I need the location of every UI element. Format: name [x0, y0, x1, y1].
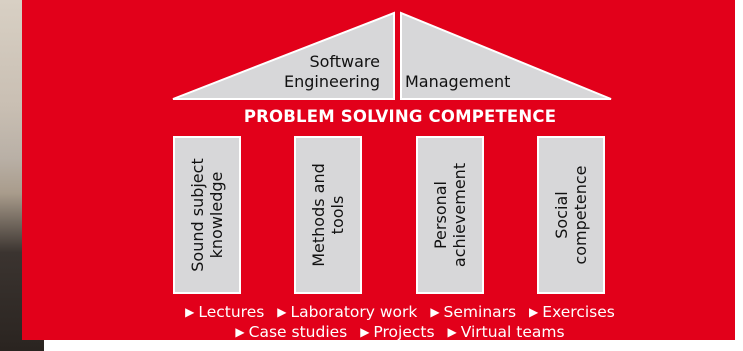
- methods-row-1: ▶Lectures ▶Laboratory work ▶Seminars ▶Ex…: [160, 302, 640, 322]
- method-item: ▶Seminars: [430, 303, 517, 321]
- pillar-label: Methods and tools: [309, 140, 347, 290]
- method-item: ▶Case studies: [235, 323, 348, 341]
- arrow-right-icon: ▶: [277, 305, 287, 319]
- method-item: ▶Projects: [360, 323, 435, 341]
- diagram-title: PROBLEM SOLVING COMPETENCE: [243, 107, 557, 126]
- pillar-label: Social competence: [552, 140, 590, 290]
- pillar-methods-and-tools: Methods and tools: [294, 136, 362, 294]
- arrow-right-icon: ▶: [430, 305, 440, 319]
- pillar-label-line2: knowledge: [207, 171, 226, 259]
- method-item: ▶Exercises: [529, 303, 615, 321]
- pillar-sound-subject-knowledge: Sound subject knowledge: [173, 136, 241, 294]
- pillar-label: Sound subject knowledge: [188, 140, 226, 290]
- roof-right-triangle: [400, 11, 612, 100]
- pillar-label-line1: Sound subject: [188, 158, 207, 272]
- method-item: ▶Laboratory work: [277, 303, 418, 321]
- method-item: ▶Virtual teams: [447, 323, 565, 341]
- arrow-right-icon: ▶: [529, 305, 539, 319]
- pillar-label-line2: achievement: [450, 162, 469, 268]
- pillar-label-line2: competence: [571, 165, 590, 265]
- pillar-label-line1: Social: [552, 191, 571, 239]
- pillar-label-line2: tools: [328, 195, 347, 235]
- pillar-label: Personal achievement: [431, 140, 469, 290]
- teaching-methods: ▶Lectures ▶Laboratory work ▶Seminars ▶Ex…: [160, 302, 640, 342]
- arrow-right-icon: ▶: [235, 325, 245, 339]
- arrow-right-icon: ▶: [447, 325, 457, 339]
- pillar-social-competence: Social competence: [537, 136, 605, 294]
- pillar-personal-achievement: Personal achievement: [416, 136, 484, 294]
- pillar-label-line1: Methods and: [309, 163, 328, 267]
- arrow-right-icon: ▶: [360, 325, 370, 339]
- methods-row-2: ▶Case studies ▶Projects ▶Virtual teams: [160, 322, 640, 342]
- pillar-label-line1: Personal: [431, 181, 450, 250]
- roof-left-label-line1: Software: [309, 52, 380, 71]
- roof-left-triangle: [172, 11, 395, 100]
- roof-left-label-line2: Engineering: [284, 72, 380, 91]
- arrow-right-icon: ▶: [185, 305, 195, 319]
- roof-right-label: Management: [405, 72, 511, 91]
- method-item: ▶Lectures: [185, 303, 265, 321]
